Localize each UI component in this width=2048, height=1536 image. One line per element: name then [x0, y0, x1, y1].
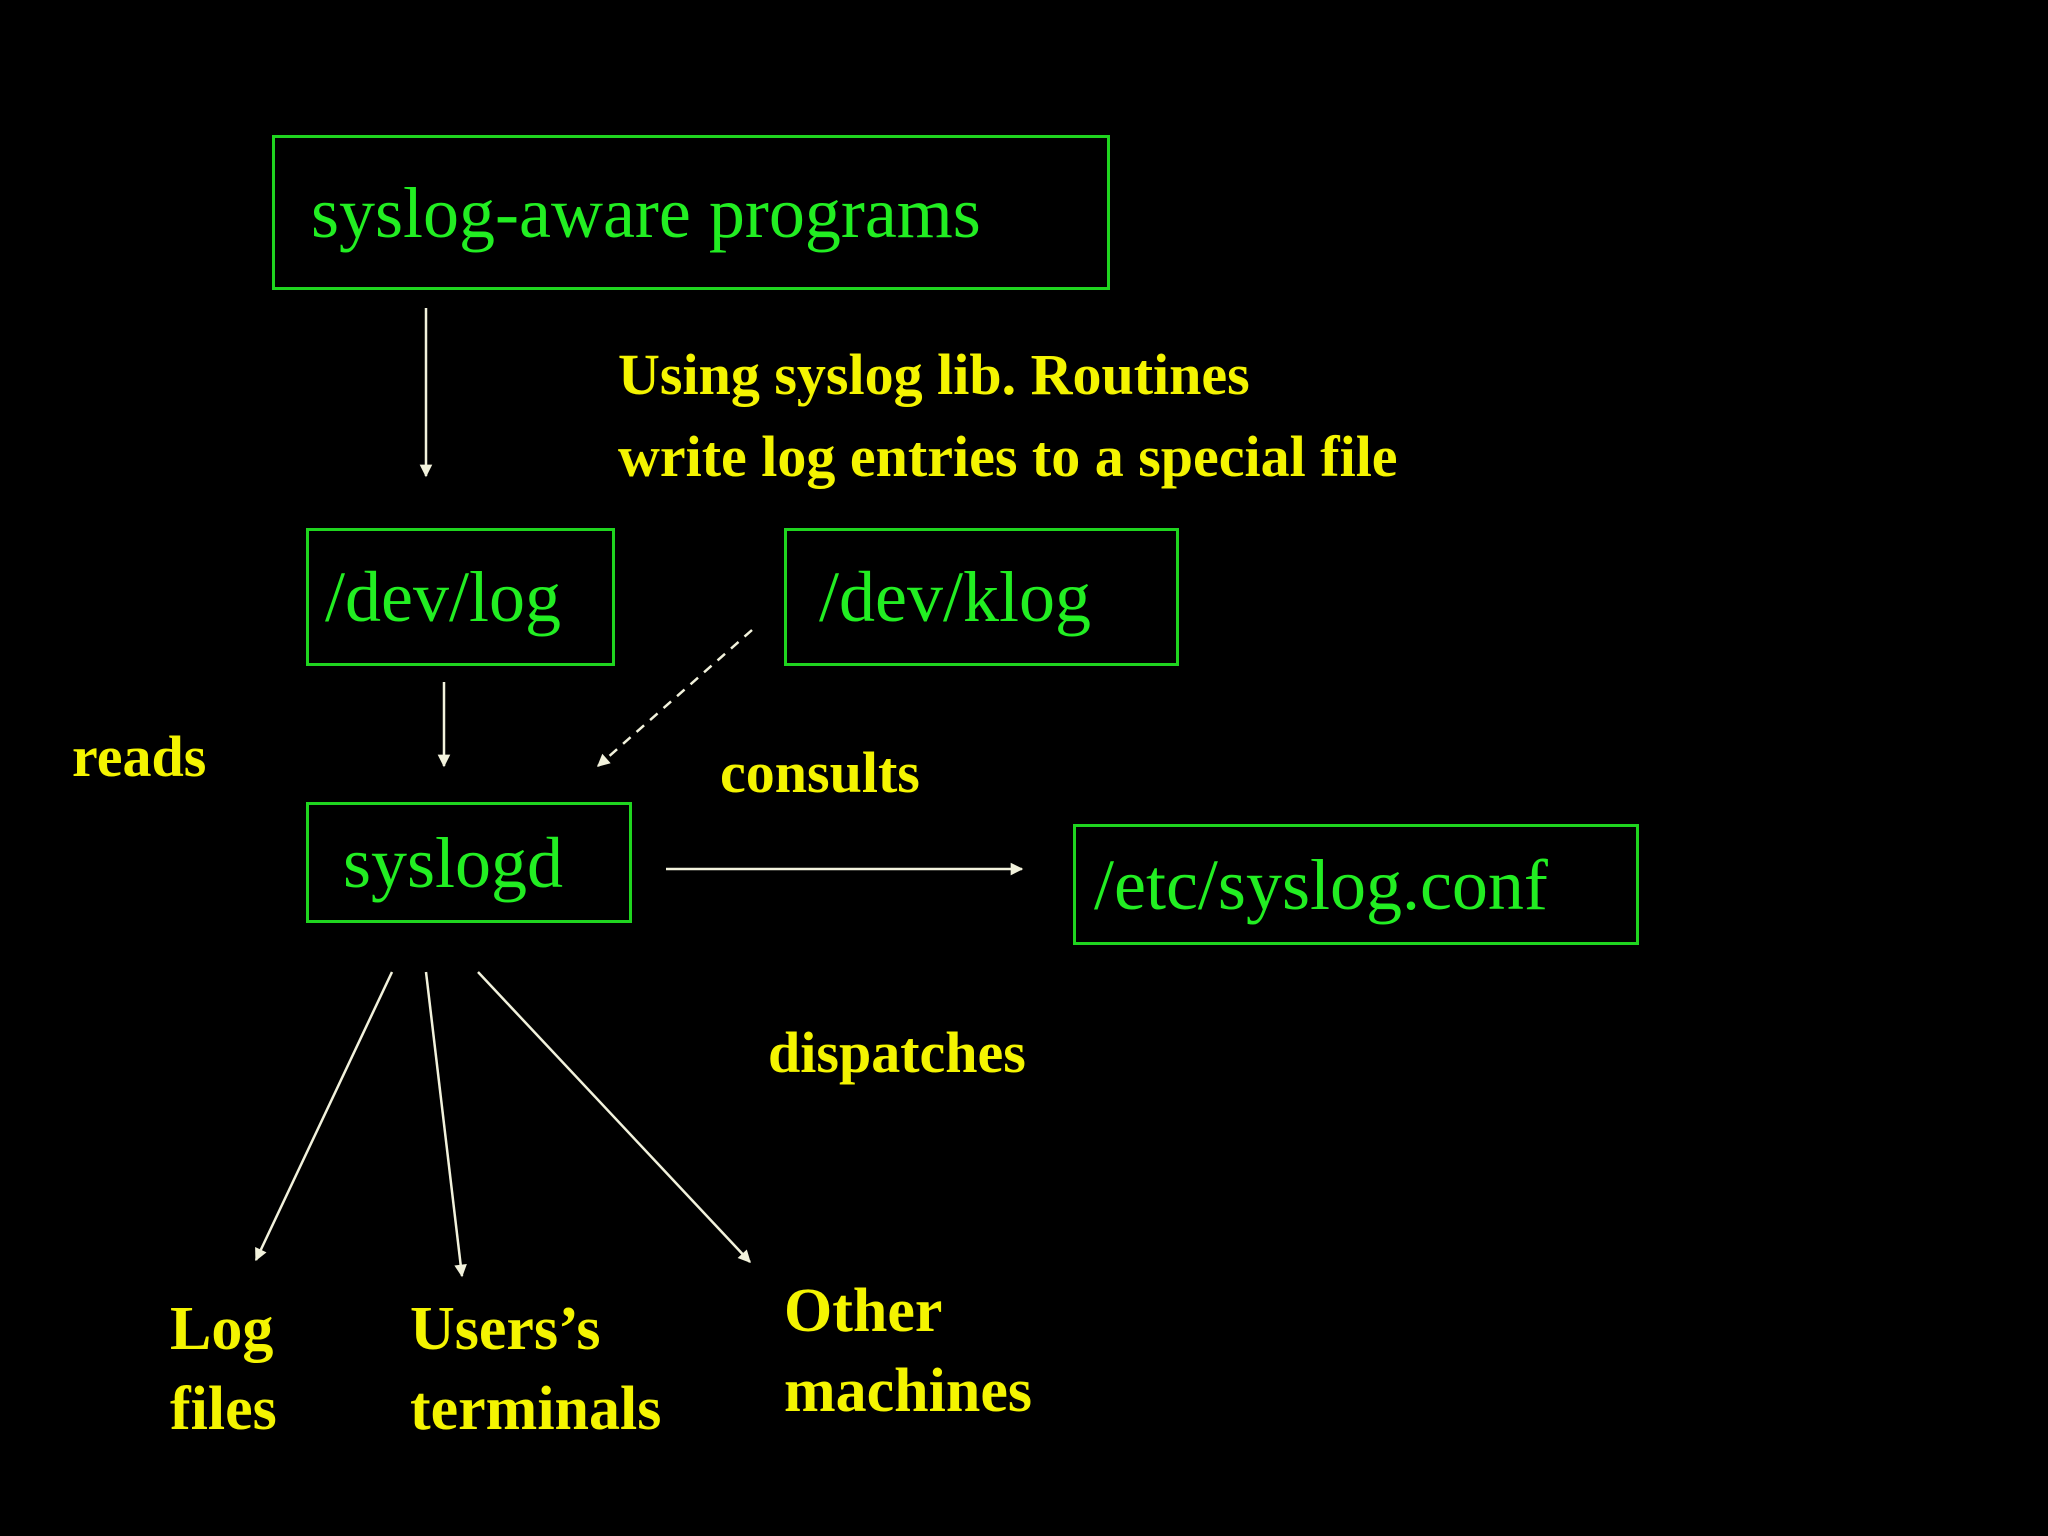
syslog-aware-programs-box: syslog-aware programs [272, 135, 1110, 290]
using-syslog-caption: Using syslog lib. Routines write log ent… [618, 346, 1398, 486]
dev-klog-box: /dev/klog [784, 528, 1179, 666]
dev-log-text: /dev/log [325, 557, 561, 637]
syslogd-box: syslogd [306, 802, 632, 923]
using-syslog-line-1: Using syslog lib. Routines [618, 342, 1250, 407]
reads-label: reads [72, 724, 207, 789]
dev-log-box: /dev/log [306, 528, 615, 666]
arrow-syslogd-to-other-machines [477, 971, 751, 1263]
other-machines-line-1: Other [784, 1277, 943, 1345]
users-terminals-line-1: Users’s [410, 1295, 601, 1363]
syslog-conf-text: /etc/syslog.conf [1094, 844, 1548, 925]
other-machines-line-2: machines [784, 1357, 1032, 1425]
syslogd-text: syslogd [343, 822, 564, 903]
arrow-dev-klog-to-syslogd [597, 629, 753, 767]
users-terminals-line-2: terminals [410, 1375, 662, 1443]
syslog-conf-box: /etc/syslog.conf [1073, 824, 1639, 945]
users-terminals-label: Users’s terminals [410, 1298, 661, 1440]
other-machines-label: Other machines [784, 1280, 1032, 1422]
dev-klog-text: /dev/klog [819, 557, 1091, 637]
syslog-aware-programs-text: syslog-aware programs [311, 172, 981, 253]
arrow-syslogd-to-users-terminals [424, 971, 467, 1278]
consults-label: consults [720, 740, 920, 805]
log-files-line-2: files [170, 1375, 277, 1443]
arrow-syslogd-to-log-files [254, 971, 394, 1262]
using-syslog-line-2: write log entries to a special file [618, 424, 1398, 489]
dispatches-label: dispatches [768, 1020, 1026, 1085]
log-files-line-1: Log [170, 1295, 274, 1363]
log-files-label: Log files [170, 1298, 277, 1440]
